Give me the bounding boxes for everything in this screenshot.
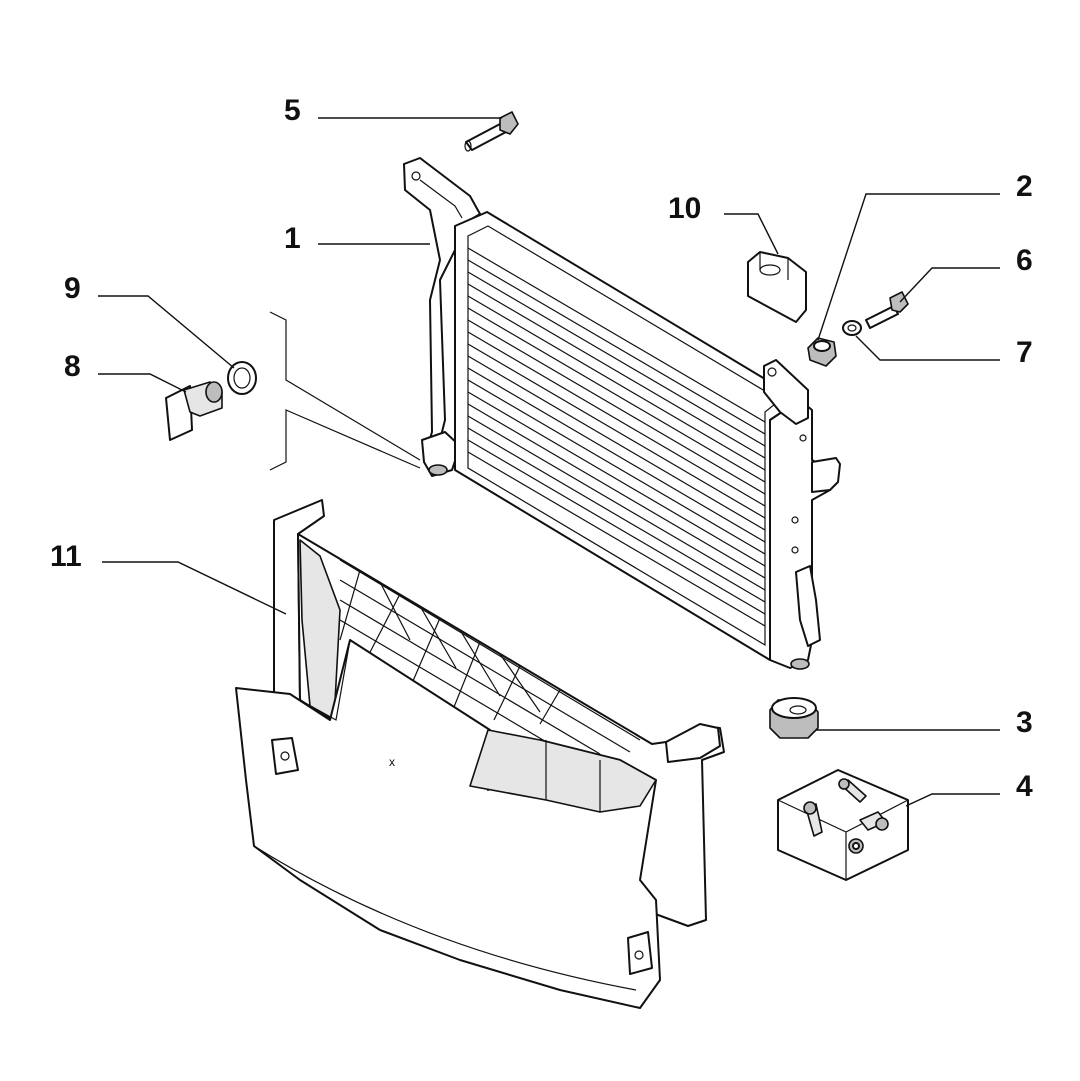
leader-11: [102, 561, 287, 615]
shroud-center-mark: x: [389, 755, 395, 769]
callout-labels: 5 1 10 2 6 7 9 8 11 3 4: [50, 94, 1033, 803]
callout-10: 10: [668, 192, 701, 225]
callout-1: 1: [284, 222, 301, 255]
callout-4: 4: [1016, 770, 1033, 803]
callout-5: 5: [284, 94, 301, 127]
shroud-part-11: [235, 499, 725, 1009]
callout-9: 9: [64, 272, 81, 305]
leader-9: [98, 295, 235, 369]
plug-part-8: [165, 381, 223, 441]
bushing-part-2: [807, 337, 837, 367]
leader-8: [98, 373, 187, 393]
leader-2: [817, 193, 1000, 341]
leader-7: [855, 335, 1000, 361]
cover-part-10: [747, 251, 807, 323]
callout-11: 11: [50, 540, 82, 573]
radiator-fins: [467, 247, 766, 627]
washer-part-7: [842, 320, 862, 336]
o-ring-part-9: [227, 361, 257, 395]
callout-6: 6: [1016, 244, 1033, 277]
radiator-part: [403, 157, 841, 670]
leader-10: [724, 213, 779, 255]
callout-3: 3: [1016, 706, 1033, 739]
screw-part-6: [865, 291, 909, 329]
callout-8: 8: [64, 350, 81, 383]
leader-lines: [98, 117, 1000, 807]
cap-part-3: [769, 697, 819, 739]
callout-2: 2: [1016, 170, 1033, 203]
hardware-kit-part-4: [777, 769, 909, 881]
leader-4: [905, 793, 1000, 807]
callout-7: 7: [1016, 336, 1033, 369]
assembly-guide-lines: [269, 311, 421, 471]
shroud-lattice: [339, 559, 641, 755]
bolt-part-5: [464, 111, 519, 152]
leader-6: [899, 267, 1000, 303]
